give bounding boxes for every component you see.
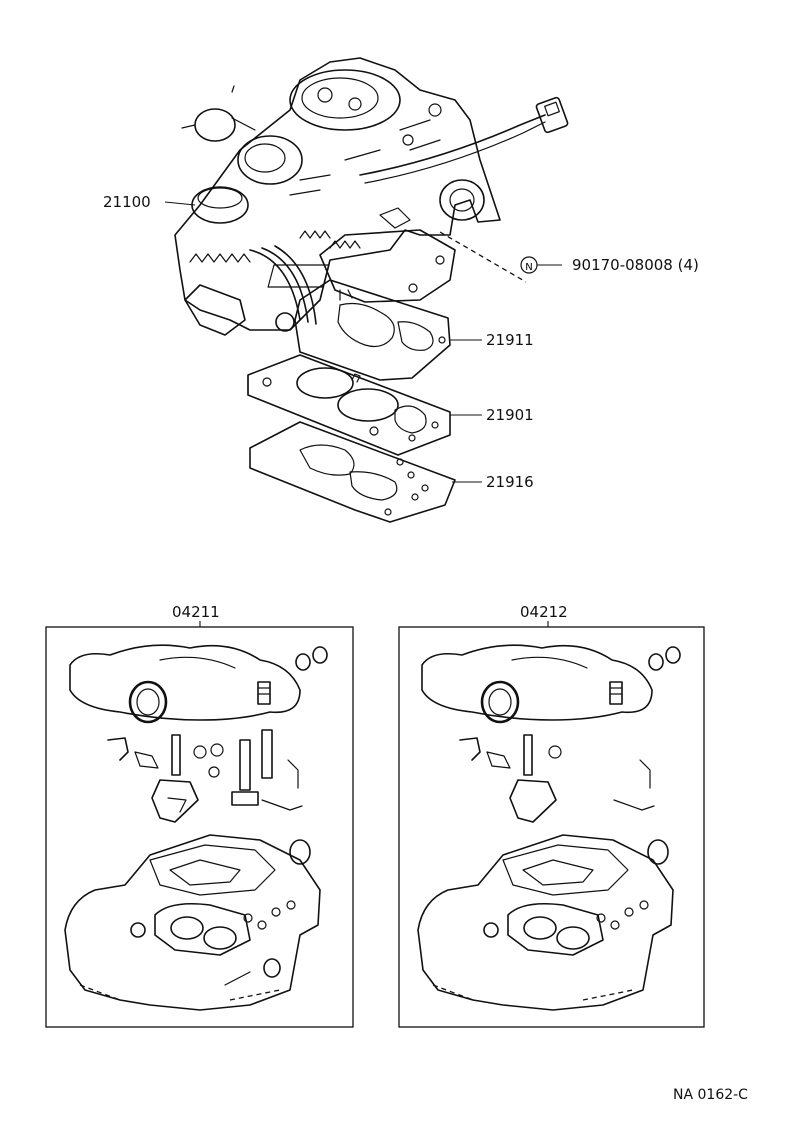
label-21901: 21901 (486, 406, 534, 424)
kit-04211: 04211 (45, 603, 354, 1028)
label-21911: 21911 (486, 331, 534, 349)
nut-dashed-line (439, 231, 527, 283)
leader-21100 (164, 201, 196, 206)
kit-label-04211: 04211 (172, 603, 220, 621)
kit-box-04211 (45, 626, 354, 1028)
label-21100: 21100 (103, 193, 151, 211)
kit-box-04212 (398, 626, 705, 1028)
kit-label-04212: 04212 (520, 603, 568, 621)
insulator-21901 (247, 354, 451, 456)
label-90170: 90170-08008 (4) (572, 256, 699, 274)
kit-04212: 04212 (398, 603, 705, 1028)
gasket-21916 (249, 421, 456, 523)
gasket-21911 (294, 279, 451, 381)
nut-symbol: N (525, 262, 532, 273)
label-21916: 21916 (486, 473, 534, 491)
diagram-code: NA 0162-C (673, 1087, 748, 1103)
